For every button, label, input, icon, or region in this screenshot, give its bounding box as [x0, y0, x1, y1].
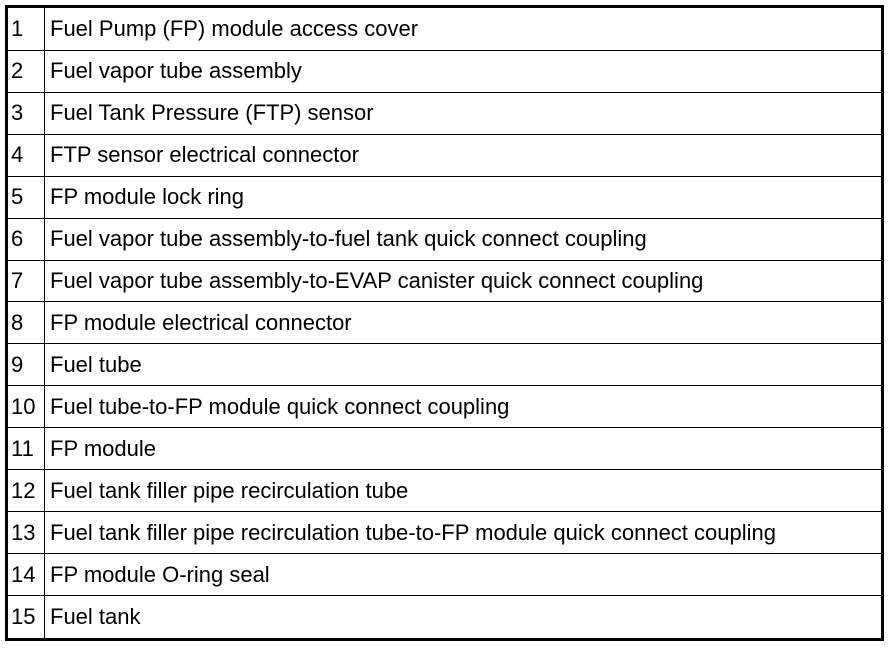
- item-number: 1: [6, 6, 45, 51]
- item-description: Fuel vapor tube assembly: [44, 49, 883, 93]
- item-number: 15: [6, 595, 45, 640]
- item-number: 12: [6, 469, 45, 513]
- item-description: FP module: [44, 427, 883, 471]
- item-description: Fuel tank filler pipe recirculation tube…: [44, 511, 883, 555]
- item-description: Fuel tube: [44, 343, 883, 387]
- item-number: 2: [6, 49, 45, 93]
- item-number: 13: [6, 511, 45, 555]
- item-number: 9: [6, 343, 45, 387]
- item-description: Fuel tank filler pipe recirculation tube: [44, 469, 883, 513]
- item-number: 6: [6, 217, 45, 261]
- item-description: Fuel tank: [44, 595, 883, 640]
- item-number: 11: [6, 427, 45, 471]
- item-number: 5: [6, 175, 45, 219]
- item-description: FP module O-ring seal: [44, 553, 883, 597]
- item-description: Fuel Tank Pressure (FTP) sensor: [44, 91, 883, 135]
- item-description: Fuel vapor tube assembly-to-fuel tank qu…: [44, 217, 883, 261]
- item-description: FP module electrical connector: [44, 301, 883, 345]
- item-number: 7: [6, 259, 45, 303]
- item-description: FTP sensor electrical connector: [44, 133, 883, 177]
- item-number: 8: [6, 301, 45, 345]
- item-number: 10: [6, 385, 45, 429]
- item-description: Fuel vapor tube assembly-to-EVAP caniste…: [44, 259, 883, 303]
- item-number: 3: [6, 91, 45, 135]
- item-description: FP module lock ring: [44, 175, 883, 219]
- item-number: 4: [6, 133, 45, 177]
- item-number: 14: [6, 553, 45, 597]
- item-description: Fuel Pump (FP) module access cover: [44, 6, 883, 51]
- item-description: Fuel tube-to-FP module quick connect cou…: [44, 385, 883, 429]
